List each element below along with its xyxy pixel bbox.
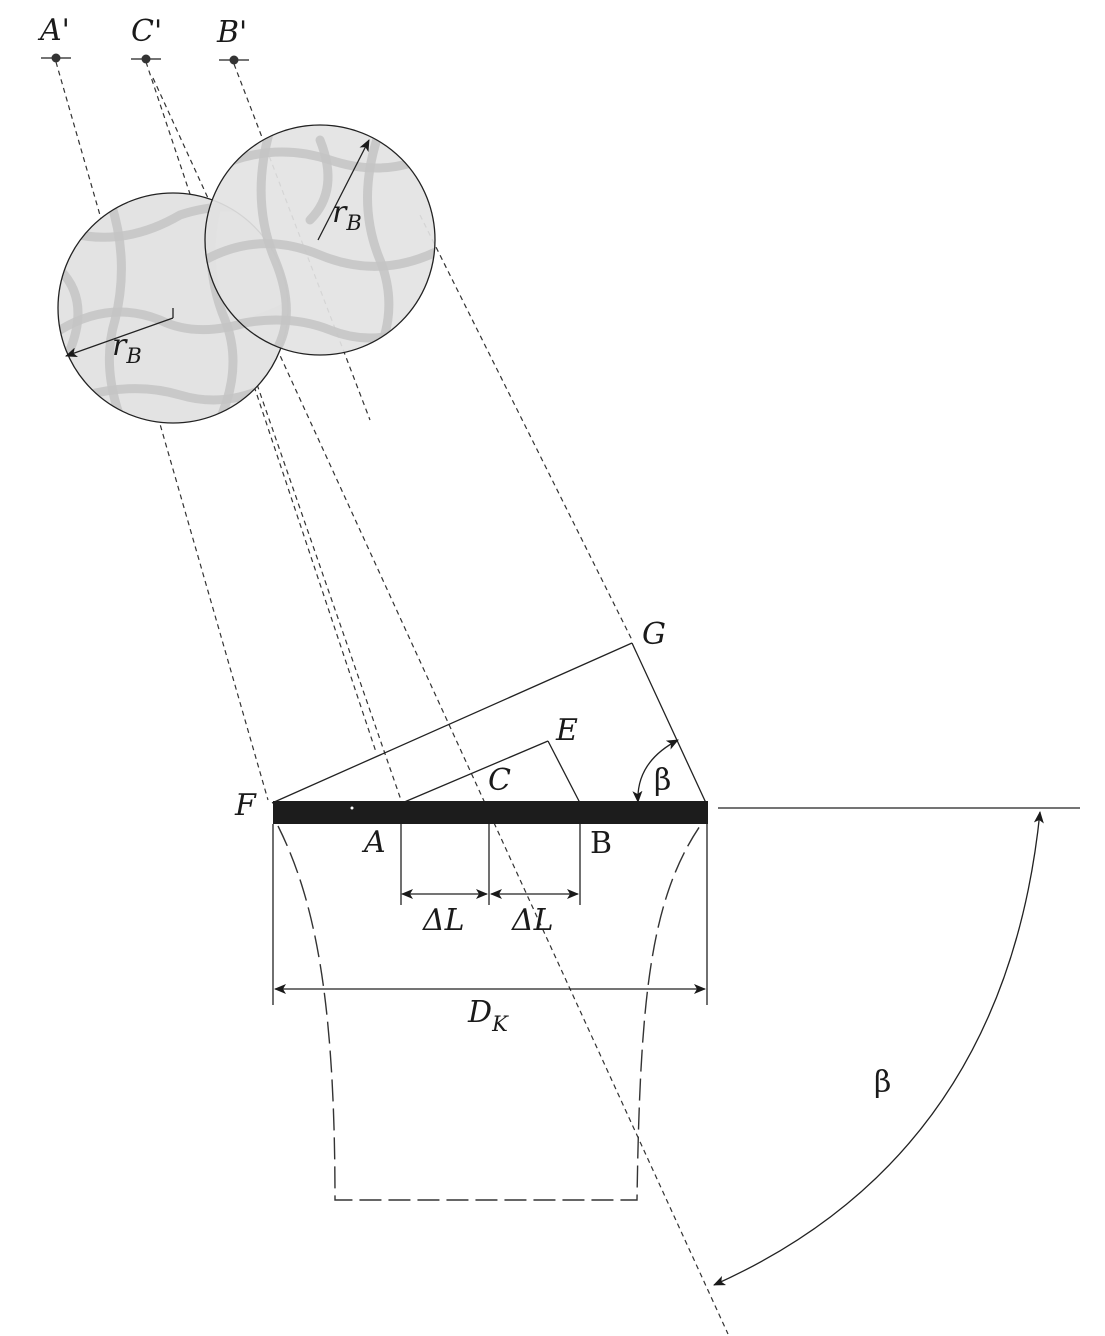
label-a-prime: A' [37, 13, 70, 48]
radius-arrow-upper [317, 139, 370, 241]
line-f-g [271, 642, 633, 804]
radius-b-lower: rB [65, 308, 174, 368]
trajectory-f [55, 61, 269, 801]
point-c-prime [141, 54, 151, 64]
radius-b-upper: rB [317, 139, 370, 241]
radius-label-upper: rB [332, 195, 362, 235]
dk-label: DK [467, 995, 509, 1036]
contact-bar [273, 801, 708, 824]
point-labels: A' C' B' G E C F A B [37, 13, 666, 861]
line-e-b [547, 740, 581, 804]
trajectory-a-upper [145, 61, 377, 753]
delta-l-dimensions: ΔL ΔL [401, 889, 579, 938]
source-points [41, 53, 249, 65]
dk-dimension: DK [274, 984, 706, 1036]
label-f: F [234, 788, 257, 823]
delta-l-left-label: ΔL [422, 903, 465, 938]
line-g-end [631, 642, 707, 804]
label-b-prime: B' [216, 15, 247, 50]
construction-lines [271, 642, 707, 804]
beta-angle-arc-small [632, 739, 679, 803]
label-b: B [590, 826, 612, 861]
beta-label-small: β [654, 763, 671, 798]
label-c-prime: C' [131, 14, 162, 49]
ball-b-outline [204, 124, 436, 356]
label-a: A [361, 825, 386, 860]
label-c: C [488, 763, 511, 798]
radius-label-lower: rB [112, 328, 142, 368]
dashed-outline [277, 825, 701, 1201]
extension-lines [272, 824, 708, 1005]
label-g: G [642, 617, 666, 652]
delta-l-right-label: ΔL [511, 903, 554, 938]
point-a-prime [51, 53, 61, 63]
label-e: E [555, 713, 578, 748]
ball-upper-right [204, 124, 436, 356]
trajectory-g [419, 214, 633, 641]
beta-label-large: β [874, 1065, 891, 1100]
bar-speck [350, 806, 354, 810]
beta-angle-arc-large [713, 811, 1044, 1286]
point-b-prime [229, 55, 239, 65]
line-a-e [401, 740, 549, 804]
radius-arrow-lower [65, 317, 174, 358]
